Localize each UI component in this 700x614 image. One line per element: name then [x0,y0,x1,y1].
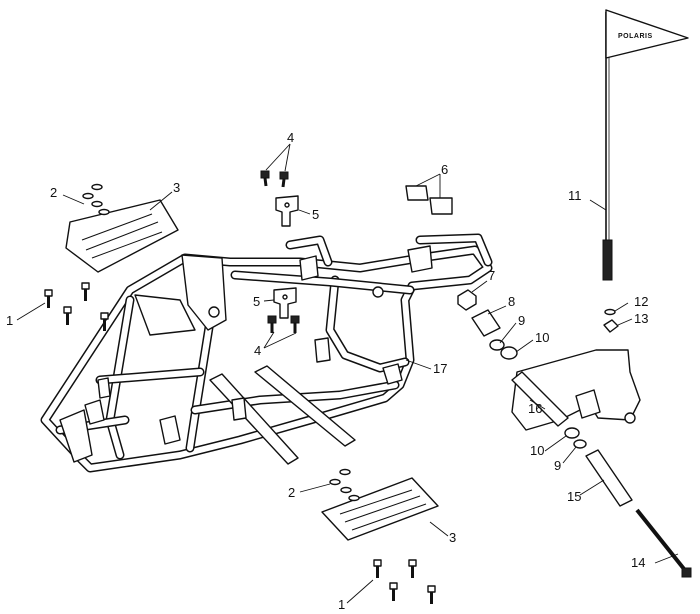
safety-flag: POLARIS [602,9,689,281]
callout-10-upper: 10 [535,330,549,345]
callout-4-upper: 4 [287,130,294,145]
callout-4-lower: 4 [254,343,261,358]
callout-5-upper: 5 [312,207,319,222]
flag-logo-text: POLARIS [618,33,653,40]
bracket-upper [275,195,299,227]
steering-parts [457,289,692,578]
callout-9-upper: 9 [518,313,525,328]
callout-10-lower: 10 [530,443,544,458]
callout-12: 12 [634,294,648,309]
callout-7: 7 [488,268,495,283]
main-frame [40,233,493,473]
callout-1-upper: 1 [6,313,13,328]
callout-3-lower: 3 [449,530,456,545]
bracket-lower [273,287,297,319]
callout-14: 14 [631,555,645,570]
callout-9-lower: 9 [554,458,561,473]
callout-2-upper: 2 [50,185,57,200]
skid-plate-upper [65,199,179,273]
skid-plate-lower [321,477,439,541]
callout-2-lower: 2 [288,485,295,500]
bolts-upper [44,282,109,331]
callout-6: 6 [441,162,448,177]
screws-upper [260,170,289,188]
callout-17: 17 [433,361,447,376]
bolts-lower [373,559,436,604]
callout-15: 15 [567,489,581,504]
callout-1-lower: 1 [338,597,345,612]
leader-lines [16,143,679,604]
callout-11: 11 [568,188,582,203]
callout-labels: 1 1 2 2 3 3 4 4 5 5 6 7 8 9 9 10 10 11 1… [6,130,648,612]
clips [405,185,453,215]
callout-5-lower: 5 [253,294,260,309]
callout-3-upper: 3 [173,180,180,195]
washers-lower [329,468,360,502]
screws-lower [267,315,300,333]
washers-upper [82,183,110,216]
callout-13: 13 [634,311,648,326]
callout-16: 16 [528,401,542,416]
callout-8: 8 [508,294,515,309]
